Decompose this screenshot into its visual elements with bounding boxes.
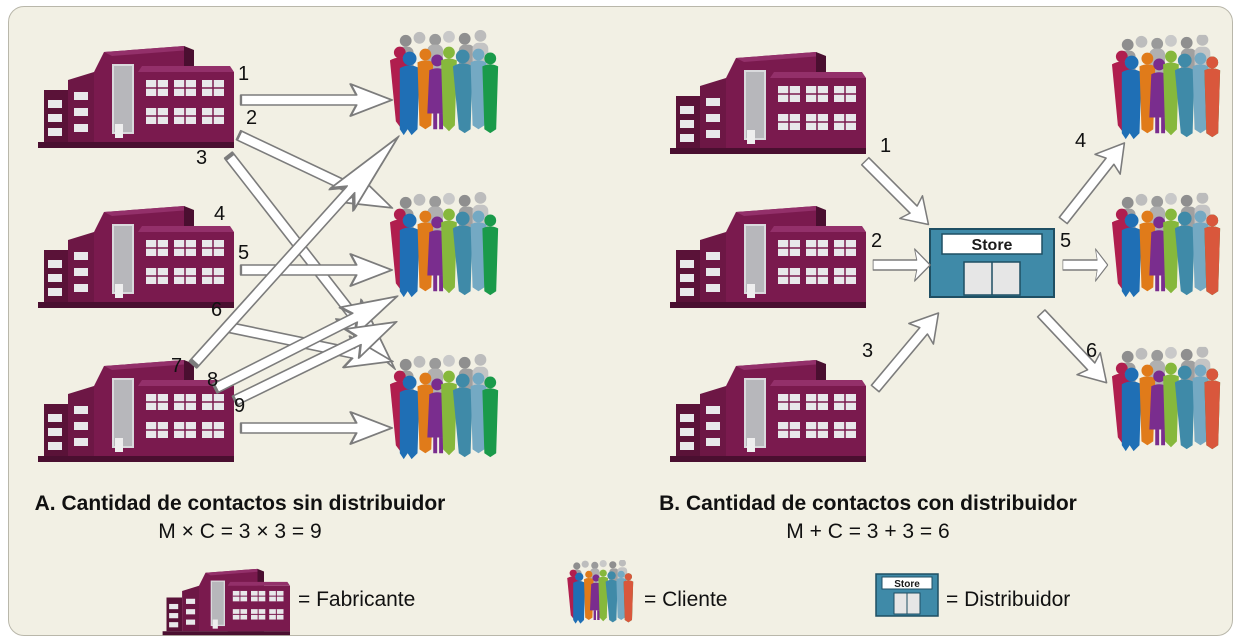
contact-number: 3: [862, 340, 873, 362]
contact-number: 6: [211, 299, 222, 321]
caption-a-title: A. Cantidad de contactos sin distribuido…: [35, 492, 446, 515]
contact-number: 9: [234, 395, 245, 417]
contact-arrow: [853, 149, 941, 237]
manufacturer-icon: [37, 205, 234, 309]
contact-number: 2: [246, 107, 257, 129]
manufacturer-icon: [37, 45, 234, 149]
contact-number: 7: [171, 355, 182, 377]
customer-group-icon: [1112, 192, 1220, 297]
customer-legend-icon: [567, 559, 633, 623]
contact-arrow: [862, 301, 952, 400]
manufacturer-icon: [669, 51, 866, 155]
contact-number: 3: [196, 147, 207, 169]
contact-number: 4: [214, 203, 225, 225]
manufacturer-legend-icon: [162, 568, 290, 636]
contact-number: 5: [238, 242, 249, 264]
legend-distributor-label: = Distribuidor: [946, 588, 1070, 611]
contact-arrow: [1028, 301, 1119, 395]
customer-group-icon: [389, 192, 499, 298]
customer-group-icon: [389, 30, 499, 136]
contact-arrow: [872, 248, 932, 282]
caption-b-title: B. Cantidad de contactos con distribuido…: [659, 492, 1077, 515]
contact-number: 4: [1075, 130, 1086, 152]
customer-group-icon: [1112, 34, 1220, 139]
panel-b: Store 1 2 3 4 5 6 B. Cantidad de contact…: [659, 34, 1220, 543]
store-legend-sign: Store: [894, 579, 920, 590]
contact-number: 1: [238, 63, 249, 85]
customer-group-icon: [389, 354, 499, 460]
store-sign: Store: [972, 237, 1013, 254]
contact-number: 6: [1086, 340, 1097, 362]
panel-a: 1 2 3 4 5 6 7 8 9 A. Cantidad de contact…: [35, 30, 499, 543]
contact-number: 2: [871, 230, 882, 252]
contact-arrow: [1062, 248, 1109, 282]
customer-group-icon: [1112, 346, 1220, 451]
contact-number: 1: [880, 135, 891, 157]
legend-manufacturer-label: = Fabricante: [298, 588, 415, 611]
caption-b-formula: M + C = 3 + 3 = 6: [786, 520, 949, 543]
contact-number: 5: [1060, 230, 1071, 252]
legend-customer-label: = Cliente: [644, 588, 727, 611]
manufacturer-icon: [669, 359, 866, 463]
legend: = Fabricante = Cliente Store = Distribui…: [162, 559, 1070, 636]
contact-arrow: [239, 410, 394, 446]
contact-number: 8: [207, 369, 218, 391]
store-legend-icon: Store: [875, 573, 939, 617]
store-icon: Store: [929, 228, 1055, 298]
caption-a-formula: M × C = 3 × 3 = 9: [158, 520, 321, 543]
manufacturer-icon: [669, 205, 866, 309]
contact-arrow: [239, 82, 394, 118]
